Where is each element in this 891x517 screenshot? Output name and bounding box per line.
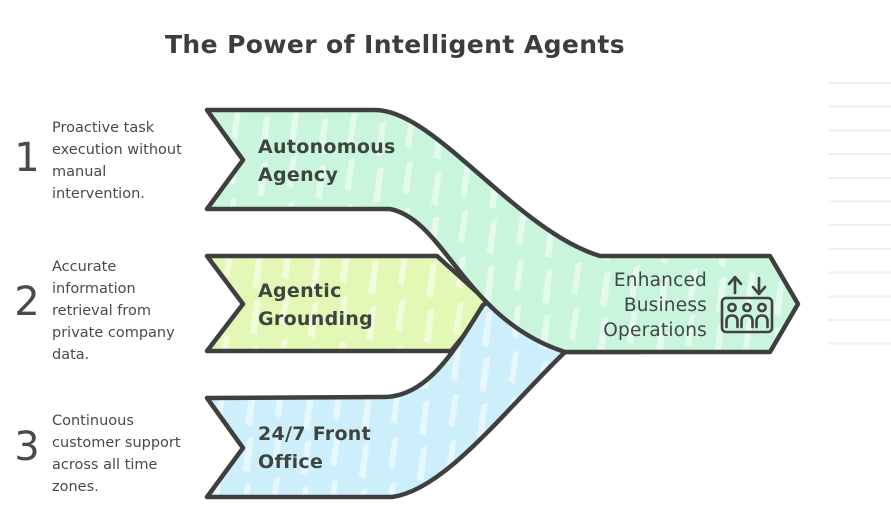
- step-number-2: 2: [14, 279, 40, 325]
- step-description-2: Accurate information retrieval from priv…: [52, 259, 175, 363]
- step-description-3: Continuous customer support across all t…: [52, 413, 181, 495]
- band-label-agentic-grounding: Agentic Grounding: [258, 280, 374, 330]
- step-number-3: 3: [14, 424, 40, 470]
- band-label-autonomous-agency: Autonomous Agency: [258, 136, 396, 186]
- step-number-1: 1: [14, 135, 40, 181]
- output-label: Enhanced Business Operations: [603, 270, 707, 341]
- page-title: The Power of Intelligent Agents: [164, 30, 626, 59]
- band-label-247-front-office: 24/7 Front Office: [258, 423, 372, 473]
- step-description-1: Proactive task execution without manual …: [52, 120, 182, 202]
- elevator-people-icon: [720, 275, 774, 334]
